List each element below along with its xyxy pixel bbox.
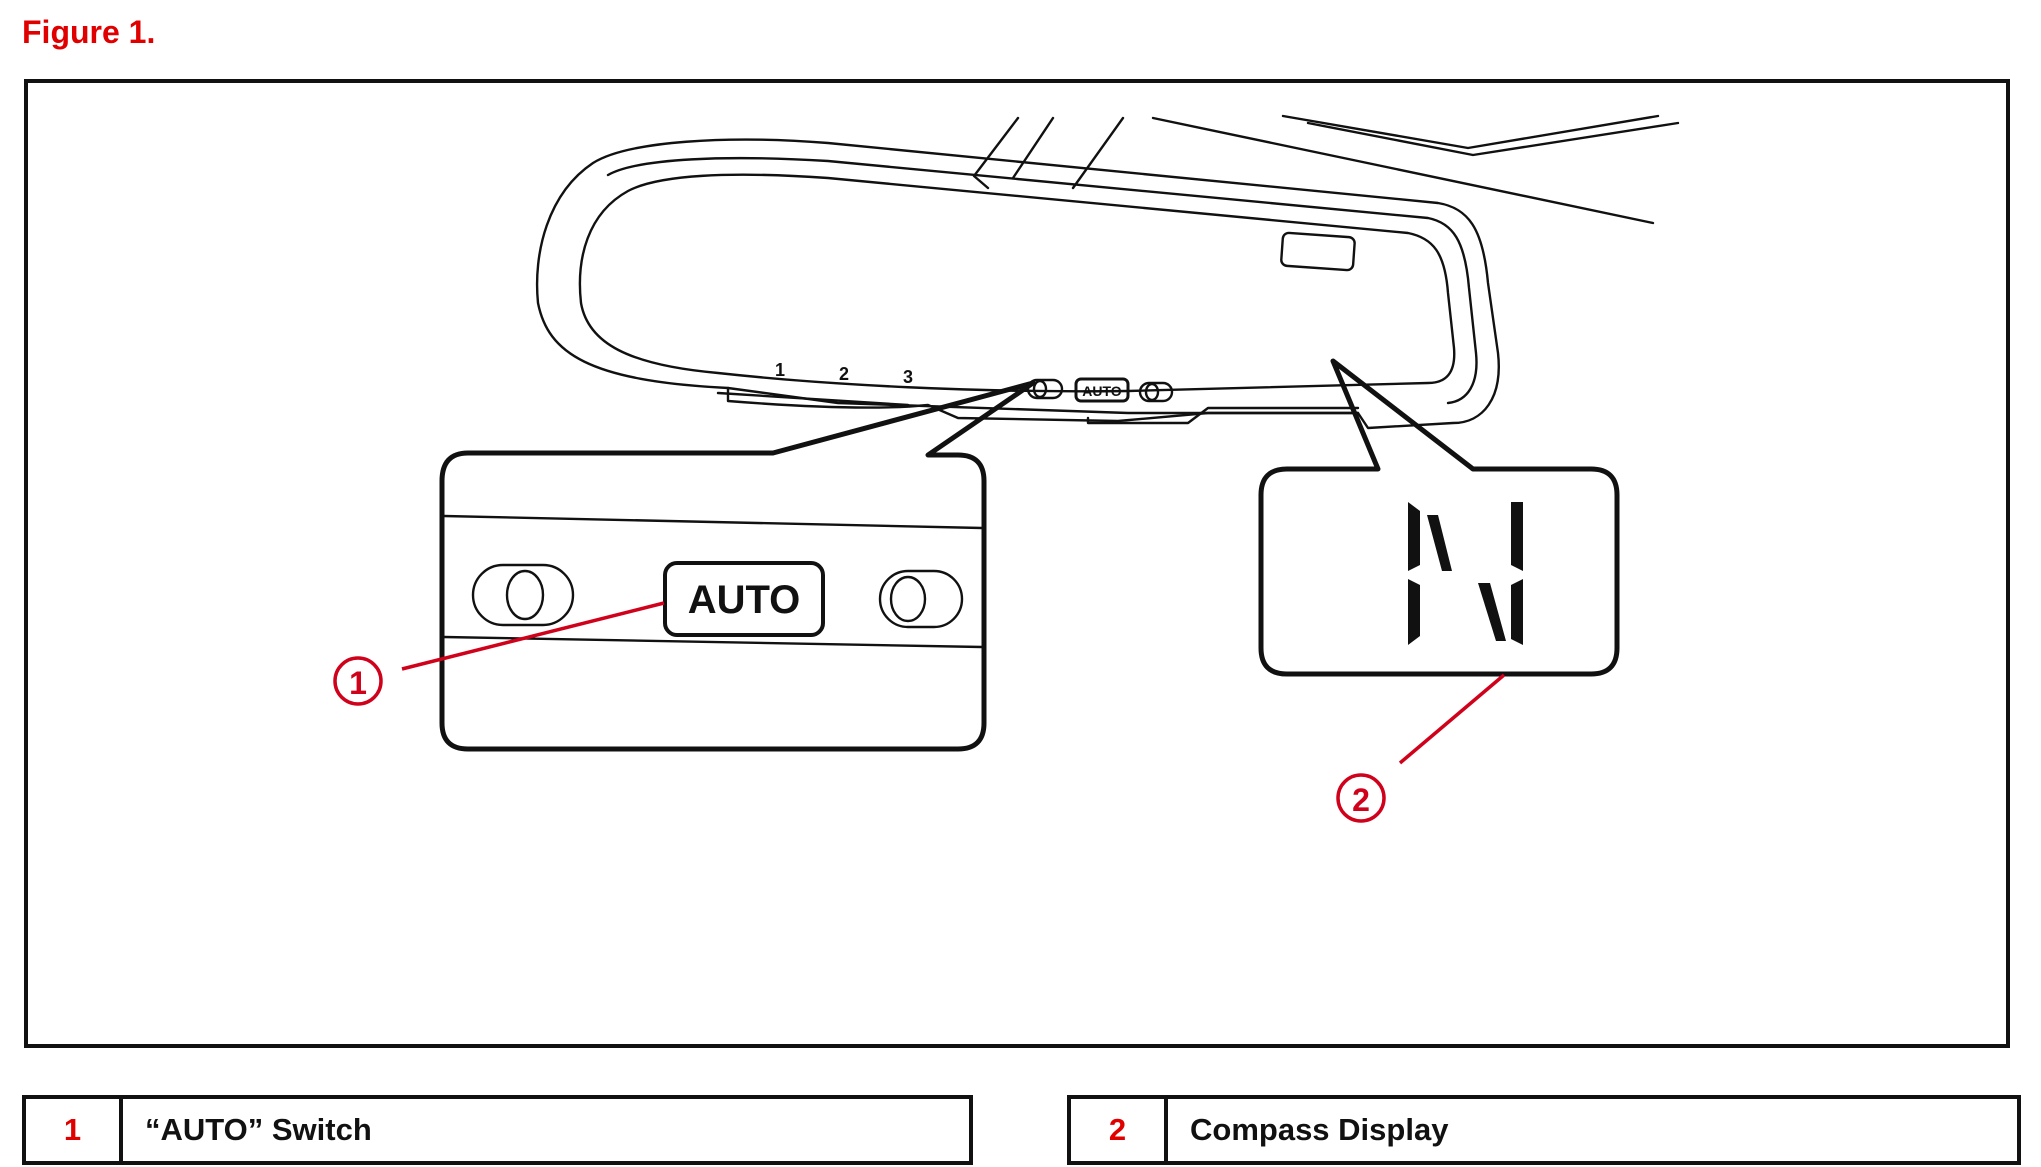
compass-zoom-callout: N (1258, 142, 1930, 677)
legend-number-1: 1 (26, 1099, 123, 1161)
legend-row-1: 1 “AUTO” Switch (22, 1095, 973, 1165)
mirror-auto-label: AUTO (1082, 383, 1122, 399)
compass-heading-text: N (1928, 142, 1930, 144)
auto-switch-zoom-callout: AUTO (439, 380, 1036, 752)
legend-row-2: 2 Compass Display (1067, 1095, 2021, 1165)
setting-label-2: 2 (839, 364, 849, 384)
legend-number-2: 2 (1071, 1099, 1168, 1161)
callout-leader-1: 1 (333, 601, 665, 706)
mirror-diagram: AUTO 1 2 3 AUTO (333, 114, 1930, 823)
callout-marker-1: 1 (349, 665, 367, 701)
zoom-auto-label: AUTO (688, 578, 801, 622)
zoom-auto-button (663, 561, 825, 637)
windshield-lines (972, 114, 1680, 225)
callout-leader-2: 2 (1336, 673, 1506, 823)
zoom-left-button (471, 563, 575, 627)
compass-heading-n (1408, 502, 1523, 645)
diagram-frame: AUTO 1 2 3 AUTO (24, 79, 2010, 1048)
compass-display-window (1280, 231, 1356, 272)
legend-label-1: “AUTO” Switch (145, 1112, 372, 1147)
setting-label-1: 1 (775, 360, 785, 380)
callout-marker-2: 2 (1352, 782, 1370, 818)
figure-title: Figure 1. (22, 14, 156, 50)
setting-label-3: 3 (903, 367, 913, 387)
zoom-right-button (878, 569, 964, 629)
mirror-right-button (1138, 381, 1174, 403)
mirror-auto-button (1074, 377, 1130, 403)
rearview-mirror: AUTO 1 2 3 (535, 138, 1500, 430)
legend-label-2: Compass Display (1190, 1112, 1449, 1147)
